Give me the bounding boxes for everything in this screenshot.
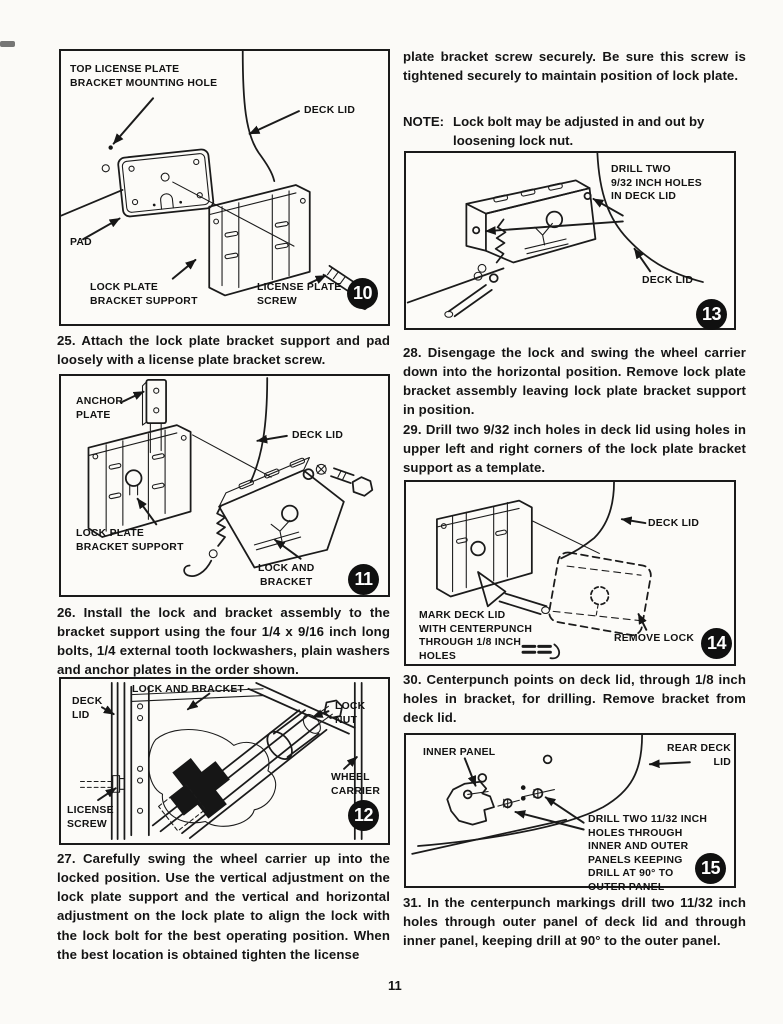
step-27-continued-text: plate bracket screw securely. Be sure th… [403, 49, 746, 84]
deck-lid-contour [560, 482, 615, 560]
label-mark-deck-lid: MARK DECK LID WITH CENTERPUNCH THROUGH 1… [419, 610, 533, 662]
label-lock-plate-bracket-support: LOCK PLATE BRACKET SUPPORT [76, 528, 184, 553]
drill-holes [477, 754, 555, 809]
label-drill-holes: DRILL TWO 9/32 INCH HOLES IN DECK LID [611, 164, 702, 203]
leader-line [192, 434, 272, 478]
lock-and-bracket-drawing [148, 699, 344, 839]
drill-hole-right [583, 192, 592, 201]
bolt-drawing [315, 463, 374, 497]
figure-11: ANCHOR PLATE DECK LID LOCK PLATE BRACKET… [59, 374, 390, 597]
deck-lid-contour [249, 377, 269, 483]
bracket-support-drawing [87, 424, 192, 538]
screw-axis-line [172, 181, 295, 247]
leader-arrows [463, 757, 691, 831]
figure-10: TOP LICENSE PLATE BRACKET MOUNTING HOLE … [59, 49, 390, 326]
step-30-text: 30. Centerpunch points on deck lid, thro… [403, 672, 746, 726]
leader-line [532, 520, 600, 554]
leader-arrows [620, 516, 648, 631]
leader-arrows [119, 390, 302, 560]
deck-lid-contour [61, 51, 276, 217]
figure-number-badge: 12 [348, 800, 379, 831]
leader-arrows [97, 692, 358, 802]
figure-number-badge: 15 [695, 853, 726, 884]
drill-hole-left [472, 226, 481, 235]
figure-number-badge: 11 [348, 564, 379, 595]
figure-14-drawing [436, 482, 652, 660]
figure-15-drawing [411, 735, 691, 855]
figure-13: DRILL TWO 9/32 INCH HOLES IN DECK LID DE… [404, 151, 736, 330]
label-deck-lid: DECK LID [642, 275, 694, 286]
mounting-hole [101, 145, 113, 173]
deck-lid-edge [110, 682, 264, 840]
label-rear-deck-lid: REAR DECK LID [666, 743, 731, 768]
step-28-text: 28. Disengage the lock and swing the whe… [403, 345, 746, 418]
leader-arrows [484, 197, 652, 273]
label-anchor-plate: ANCHOR PLATE [76, 396, 124, 421]
label-lock-plate-bracket-support: LOCK PLATE BRACKET SUPPORT [90, 282, 198, 307]
figure-number-badge: 14 [701, 628, 732, 659]
step-29-text: 29. Drill two 9/32 inch holes in deck li… [403, 422, 746, 476]
centerpunch-drawing [477, 571, 550, 615]
label-deck-lid: DECK LID [72, 696, 103, 721]
note-block: NOTE: Lock bolt may be adjusted in and o… [403, 112, 746, 150]
label-lock-nut: LOCK NUT [335, 701, 366, 726]
dashes-and-hook [521, 643, 561, 660]
figure-14: DECK LID MARK DECK LID WITH CENTERPUNCH … [404, 480, 736, 666]
anchor-plate-drawing [141, 379, 167, 454]
step-31-text: 31. In the centerpunch markings drill tw… [403, 895, 746, 949]
removed-lock-dashed [548, 551, 652, 636]
label-top-mounting-hole: TOP LICENSE PLATE BRACKET MOUNTING HOLE [70, 64, 218, 89]
label-lock-and-bracket: LOCK AND BRACKET [132, 684, 245, 695]
label-inner-panel: INNER PANEL [423, 747, 496, 758]
label-remove-lock: REMOVE LOCK [614, 633, 695, 644]
page-number: 11 [388, 978, 402, 993]
label-deck-lid: DECK LID [648, 518, 700, 529]
lock-and-bracket-drawing [183, 456, 345, 577]
label-lock-and-bracket: LOCK AND BRACKET [258, 563, 315, 588]
label-deck-lid: DECK LID [292, 430, 344, 441]
figure-number-badge: 10 [347, 278, 378, 309]
deck-lid-contour [406, 153, 704, 304]
label-pad: PAD [70, 237, 92, 248]
step-25-text: 25. Attach the lock plate bracket suppor… [57, 333, 390, 368]
figure-12-drawing [79, 682, 363, 840]
label-license-screw: LICENSE SCREW [67, 805, 114, 830]
figure-number-badge: 13 [696, 299, 727, 330]
deck-lid-contour [411, 735, 643, 855]
lock-cross [169, 758, 230, 819]
step-26-text: 26. Install the lock and bracket assembl… [57, 605, 390, 678]
label-deck-lid: DECK LID [304, 105, 356, 116]
label-drill-instructions: DRILL TWO 11/32 INCH HOLES THROUGH INNER… [588, 814, 708, 893]
note-label: NOTE: [403, 114, 445, 129]
label-license-plate-screw: LICENSE PLATE SCREW [257, 282, 342, 307]
figure-12: LOCK AND BRACKET DECK LID LOCK NUT WHEEL… [59, 677, 390, 845]
pad-drawing [117, 148, 215, 218]
figure-15: INNER PANEL REAR DECK LID DRILL TWO 11/3… [404, 733, 736, 893]
step-27-text: 27. Carefully swing the wheel carrier up… [57, 851, 390, 962]
figure-13-drawing [406, 153, 704, 318]
leader-arrows [82, 97, 327, 285]
note-text: Lock bolt may be adjusted in and out by … [453, 114, 705, 149]
bracket-support-drawing [208, 184, 311, 297]
bracket-support-drawing [436, 499, 533, 598]
inner-panel-drawing [446, 780, 495, 826]
label-wheel-carrier: WHEEL CARRIER [331, 772, 381, 797]
figure-11-drawing [87, 377, 374, 577]
scan-smudge [0, 41, 15, 47]
lock-plate-bracket-drawing [444, 179, 597, 318]
